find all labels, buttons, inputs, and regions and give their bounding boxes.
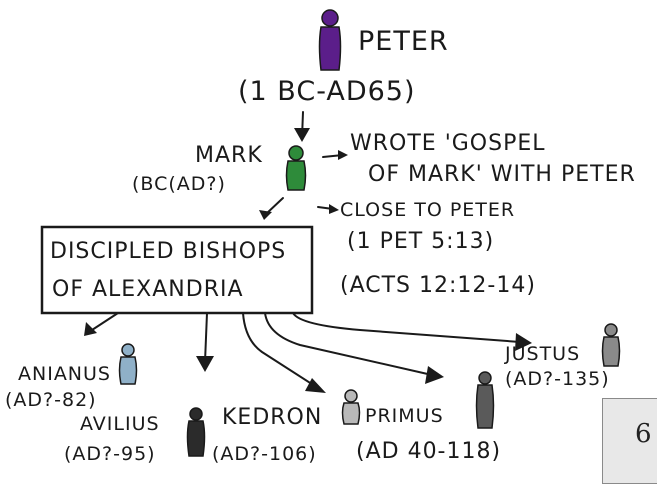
close-note-line1: CLOSE TO PETER bbox=[340, 199, 515, 221]
peter-name: PETER bbox=[358, 26, 449, 57]
kedron-name: KEDRON bbox=[222, 405, 322, 430]
mark-dates: (BC(AD?) bbox=[132, 173, 226, 195]
anianus-name: ANIANUS bbox=[18, 363, 111, 385]
justus-figure bbox=[601, 323, 621, 367]
arrow-peter-to-mark bbox=[294, 111, 310, 142]
peter-figure bbox=[318, 9, 342, 71]
page-number-badge: 6 bbox=[602, 398, 657, 484]
arrow-to-justus bbox=[292, 312, 532, 351]
justus-dates: (AD?-135) bbox=[505, 368, 610, 390]
avilius-dates: (AD?-95) bbox=[64, 443, 156, 465]
gospel-note-line2: OF MARK' WITH PETER bbox=[368, 162, 636, 187]
primus-name: PRIMUS bbox=[365, 405, 444, 427]
anianus-dates: (AD?-82) bbox=[5, 389, 97, 411]
arrow-to-gospel-note bbox=[322, 150, 348, 160]
kedron-dates: (AD?-106) bbox=[212, 443, 317, 465]
close-note-line2: (1 PET 5:13) bbox=[347, 229, 494, 254]
gospel-note-line1: WROTE 'GOSPEL bbox=[350, 131, 546, 156]
primus-figure bbox=[341, 389, 361, 425]
bishops-box-line2: OF ALEXANDRIA bbox=[52, 277, 244, 302]
bishops-box-line1: DISCIPLED BISHOPS bbox=[50, 239, 286, 264]
avilius-figure bbox=[186, 407, 206, 457]
figure-near-primus bbox=[475, 371, 495, 429]
peter-dates: (1 BC-AD65) bbox=[238, 76, 416, 107]
mark-name: MARK bbox=[195, 143, 263, 168]
mark-figure bbox=[285, 145, 307, 191]
arrow-to-avilius bbox=[196, 312, 214, 372]
arrow-to-close-note bbox=[317, 204, 339, 214]
primus-dates: (AD 40-118) bbox=[356, 439, 501, 464]
arrow-to-anianus bbox=[84, 312, 119, 336]
justus-name: JUSTUS bbox=[504, 343, 580, 365]
page-number: 6 bbox=[635, 419, 652, 449]
bishops-box bbox=[40, 225, 314, 315]
avilius-name: AVILIUS bbox=[80, 413, 160, 435]
close-note-line3: (ACTS 12:12-14) bbox=[340, 273, 536, 298]
arrow-to-primus bbox=[264, 312, 444, 384]
anianus-figure bbox=[118, 343, 138, 385]
arrow-mark-to-box bbox=[259, 197, 284, 220]
arrow-to-kedron bbox=[242, 312, 326, 393]
